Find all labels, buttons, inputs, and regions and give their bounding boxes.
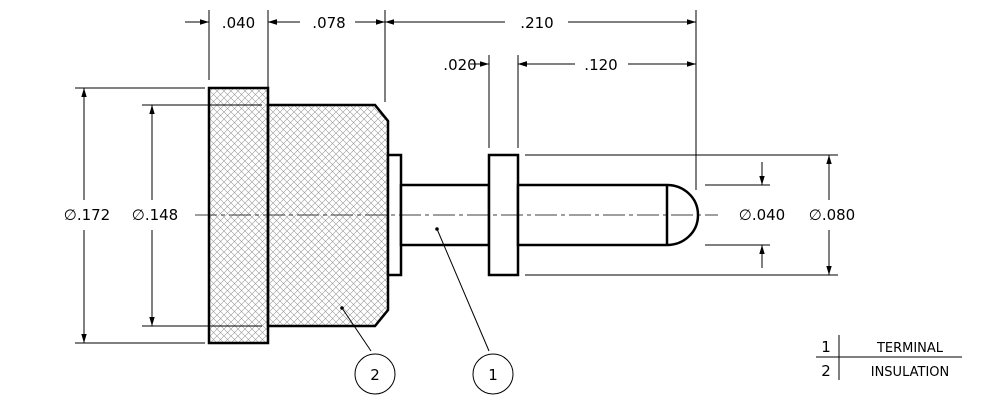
balloon-1-dot xyxy=(435,227,439,231)
bom-description-2: INSULATION xyxy=(871,365,949,380)
dimension-mid-120-text: .120 xyxy=(584,56,617,74)
bom-description-1: TERMINAL xyxy=(876,341,944,356)
balloon-2-circle xyxy=(354,353,396,395)
balloon-2-leader xyxy=(341,307,372,352)
dimension-top-040: .040 xyxy=(185,14,292,32)
balloon-2-dot xyxy=(340,306,344,310)
dimension-dia-040-text: ∅.040 xyxy=(739,206,785,224)
insulation-part xyxy=(207,86,390,345)
dimension-top-040-text: .040 xyxy=(222,14,255,32)
dimension-top-078: .078 xyxy=(268,14,385,32)
dimension-mid-120: .120 xyxy=(518,56,696,74)
dimension-dia-040: ∅.040 xyxy=(739,162,785,268)
balloon-1: 1 xyxy=(435,227,514,395)
bom-item-1: 1 xyxy=(821,338,831,356)
bom-table: 1 TERMINAL 2 INSULATION xyxy=(816,335,962,380)
dimension-dia-172-text: ∅.172 xyxy=(64,206,110,224)
dimension-dia-172: ∅.172 xyxy=(64,88,110,343)
dimension-top-210: .210 xyxy=(385,14,696,32)
dimension-dia-080: ∅.080 xyxy=(809,155,855,275)
dimension-dia-080-text: ∅.080 xyxy=(809,206,855,224)
balloon-1-leader xyxy=(436,228,490,352)
balloon-2: 2 xyxy=(340,306,396,395)
dimension-mid-020: .020 xyxy=(443,56,537,74)
dimension-top-210-text: .210 xyxy=(520,14,553,32)
extension-lines xyxy=(75,10,838,344)
balloon-1-number: 1 xyxy=(488,366,498,384)
dimension-top-078-text: .078 xyxy=(312,14,345,32)
dimension-dia-148: ∅.148 xyxy=(132,105,178,326)
insulation-flange xyxy=(207,86,270,345)
dimension-dia-148-text: ∅.148 xyxy=(132,206,178,224)
bom-item-2: 2 xyxy=(821,362,831,380)
balloon-1-circle xyxy=(472,353,514,395)
insulation-body xyxy=(266,103,390,328)
balloon-2-number: 2 xyxy=(370,366,380,384)
dimension-mid-020-text: .020 xyxy=(443,56,476,74)
